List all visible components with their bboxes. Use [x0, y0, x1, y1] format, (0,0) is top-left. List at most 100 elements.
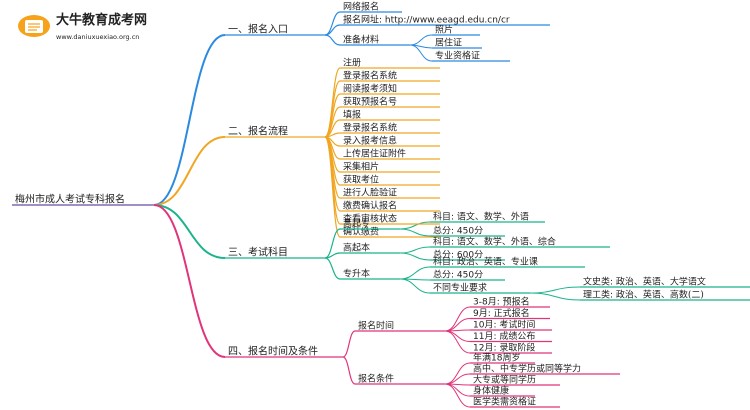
branch-3-item-3-child-1: 科目: 政治、英语、专业课: [430, 256, 585, 268]
branch-3-item-2-child-link: [399, 246, 431, 254]
branch-2-item-13-label: 查看审核状态: [343, 213, 397, 225]
branch-4-item-2-child-1: 年满18周岁: [470, 352, 535, 364]
branch-4-item-1-child-link: [444, 330, 471, 354]
branch-4-item-1-child-1: 3-8月: 预报名: [470, 296, 550, 308]
branch-1-item-2-label: 报名网址: http://www.eeagd.edu.cn/cr: [343, 14, 510, 26]
branch-4-item-2-child-link: [444, 383, 471, 397]
branch-3-label: 三、考试科目: [228, 246, 288, 259]
branch-3: 三、考试科目: [225, 246, 325, 259]
branch-link-4: [153, 204, 226, 358]
branch-1-item-3-child-2: 居住证: [432, 37, 482, 49]
branch-4-item-2-child-3-label: 大专或等同学历: [473, 374, 536, 386]
branch-3-item-2-child-2: 总分: 600分: [430, 249, 505, 261]
branch-4-item-2-child-link: [444, 362, 471, 385]
branch-4-item-2-child-2: 高中、中专学历或同等学力: [470, 363, 620, 375]
branch-1-item-3-child-link: [409, 34, 433, 46]
root-topic-label: 梅州市成人考试专科报名: [15, 193, 125, 206]
branch-2-item-6-label: 登录报名系统: [343, 122, 397, 134]
branch-4-item-2-child-link: [444, 373, 471, 385]
branch-3-item-2-child-1-label: 科目: 语文、数学、外语、综合: [433, 236, 556, 248]
branch-1-item-3-child-1-label: 照片: [435, 24, 453, 36]
branch-3-item-link: [324, 252, 341, 259]
branch-1-item-3-child-3-label: 专业资格证: [435, 50, 480, 62]
branch-2-item-7-label: 录入报考信息: [343, 135, 397, 147]
branch-2-item-11: 进行人脸验证: [340, 187, 440, 199]
branch-1-item-3-child-link: [409, 44, 433, 62]
branch-3-item-2-label: 高起本: [343, 242, 370, 254]
branch-3-item-2-child-2-label: 总分: 600分: [433, 249, 483, 261]
branch-4-item-1-child-3-label: 10月: 考试时间: [473, 319, 535, 331]
branch-3-item-1-child-link: [399, 221, 431, 230]
branch-4-item-1-label: 报名时间: [358, 320, 394, 332]
branch-4-item-link: [342, 356, 356, 385]
branch-link-2: [153, 136, 226, 206]
branch-4-item-2-child-4-label: 身体健康: [473, 385, 509, 397]
branch-2-item-2-label: 登录报名系统: [343, 70, 397, 82]
branch-3-item-1-child-2-label: 总分: 450分: [433, 225, 483, 237]
branch-4-item-1-child-4: 11月: 成绩公布: [470, 330, 552, 343]
branch-3-item-3-child-2: 总分: 450分: [430, 269, 505, 281]
branch-4-item-2-child-4: 身体健康: [470, 385, 535, 397]
branch-4-item-2-child-5: 医学类需资格证: [470, 396, 560, 408]
branch-1: 一、报名入口: [225, 23, 325, 36]
branch-4-item-1-child-4-label: 11月: 成绩公布: [473, 330, 535, 342]
branch-1-item-3-label: 准备材料: [343, 34, 379, 46]
branch-4-item-2-child-5-label: 医学类需资格证: [473, 396, 536, 408]
branch-1-item-3-child-2-label: 居住证: [435, 37, 462, 49]
branch-3-item-3-child-link: [399, 278, 431, 294]
branch-2-item-8: 上传居住证附件: [340, 148, 440, 160]
branch-3-item-link: [324, 257, 341, 280]
branch-1-item-link: [324, 34, 341, 46]
branch-4-item-1: 报名时间: [355, 320, 445, 332]
branch-2-item-7: 录入报考信息: [340, 135, 440, 147]
branch-4: 四、报名时间及条件: [225, 345, 343, 358]
branch-4-item-1-child-2: 9月: 正式报名: [470, 307, 550, 320]
branch-2-item-12-label: 缴费确认报名: [343, 200, 397, 212]
branch-3-item-3-child-1-label: 科目: 政治、英语、专业课: [433, 256, 538, 268]
branch-1-item-3-child-3: 专业资格证: [432, 50, 510, 62]
branch-2-item-6: 登录报名系统: [340, 122, 440, 134]
branch-3-item-3-label: 专升本: [343, 268, 370, 280]
branch-4-item-link: [342, 330, 356, 358]
branch-3-item-3: 专升本: [340, 268, 400, 280]
branch-4-item-1-child-2-label: 9月: 正式报名: [473, 307, 530, 319]
branch-2-item-4: 获取预报名号: [340, 96, 440, 108]
branch-1-item-3: 准备材料: [340, 34, 410, 46]
branch-link-1: [153, 34, 226, 206]
branch-2-item-1: 注册: [340, 57, 440, 69]
branch-2-item-5-label: 填报: [343, 109, 361, 121]
branch-3-item-1-child-2: 总分: 450分: [430, 225, 505, 237]
branch-3-item-2-child-link: [399, 252, 431, 261]
branch-2-item-4-label: 获取预报名号: [343, 96, 397, 108]
branch-3-item-3-child-3-label: 不同专业要求: [433, 282, 487, 294]
branch-1-label: 一、报名入口: [228, 23, 288, 36]
grandchild-link: [529, 292, 581, 301]
branch-2-item-link: [324, 67, 341, 138]
branch-3-item-link: [324, 228, 341, 259]
branch-3-item-3-child-3-sub-2: 理工类: 政治、英语、高数(二): [580, 289, 750, 301]
branch-4-item-2-child-3: 大专或等同学历: [470, 374, 560, 386]
branch-4-item-1-child-link: [444, 318, 471, 332]
branch-4-item-1-child-1-label: 3-8月: 预报名: [473, 296, 530, 308]
branch-4-item-1-child-link: [444, 330, 471, 342]
root-topic: 梅州市成人考试专科报名: [12, 193, 154, 206]
branch-2-item-2: 登录报名系统: [340, 70, 440, 82]
branch-2-item-8-label: 上传居住证附件: [343, 148, 406, 160]
branch-1-item-3-child-1: 照片: [432, 24, 480, 36]
branch-3-item-1: 高起专: [340, 218, 400, 230]
branch-2-item-5: 填报: [340, 109, 440, 121]
grandchild-link: [529, 286, 581, 294]
branch-3-item-3-child-link: [399, 266, 431, 280]
site-logo: 大牛教育成考网 www.daniuxuexiao.org.cn: [18, 12, 147, 41]
branch-4-item-1-child-5: 12月: 录取阶段: [470, 342, 552, 354]
branch-4-item-1-child-5-label: 12月: 录取阶段: [473, 342, 535, 354]
branch-3-item-3-child-3-sub-1-label: 文史类: 政治、英语、大学语文: [583, 276, 706, 288]
branch-1-item-1: 网络报名: [340, 1, 402, 13]
branch-2-item-3: 阅读报考须知: [340, 83, 440, 95]
branch-2-item-12: 缴费确认报名: [340, 200, 440, 212]
branch-3-item-3-child-2-label: 总分: 450分: [433, 269, 483, 281]
branch-2-item-11-label: 进行人脸验证: [343, 187, 397, 199]
branch-3-item-1-child-1: 科目: 语文、数学、外语: [430, 211, 545, 223]
logo-title: 大牛教育成考网: [56, 12, 147, 28]
